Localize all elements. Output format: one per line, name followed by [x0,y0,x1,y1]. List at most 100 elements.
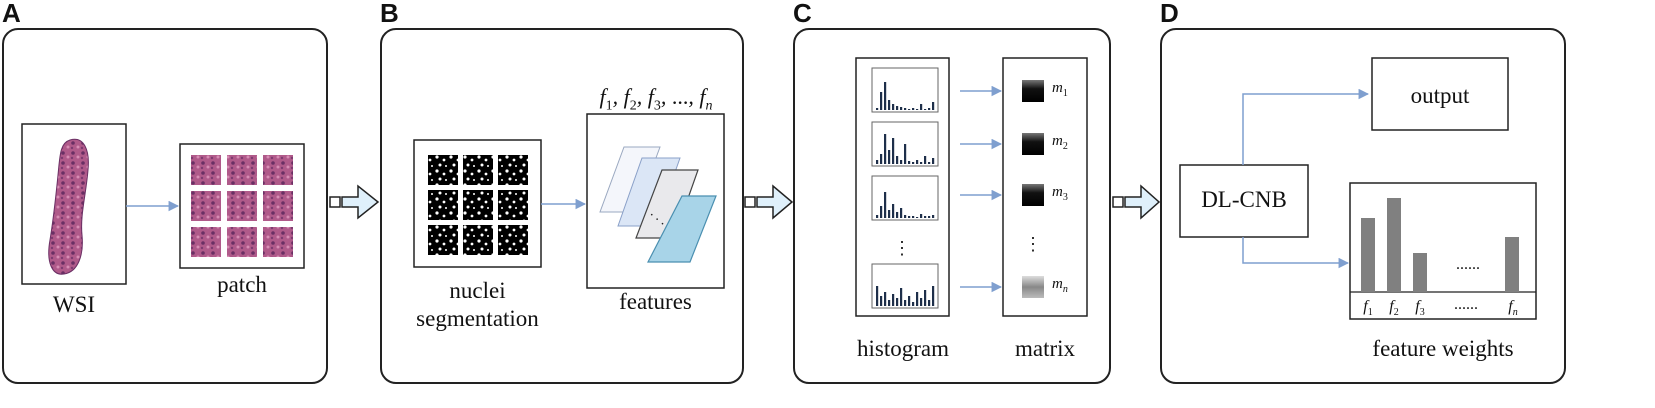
feature-list-label: f1, f2, f3, ..., fn [599,84,713,114]
histogram-bar [876,286,879,306]
histogram-box: ⋮ [855,57,950,317]
histogram-label: histogram [857,336,949,361]
histogram-bar [920,298,923,306]
histogram-bar [888,210,891,218]
segmentation-tile [498,155,528,185]
segmentation-tile [463,225,493,255]
feature-item-ellipsis: ... [671,84,689,109]
histogram-bar [920,214,923,218]
histogram-bar [920,162,923,164]
histogram-bar [912,162,915,164]
histogram-thumb [871,67,939,113]
histogram-bar [932,286,935,306]
patch-tile [191,155,221,185]
segmentation-tile [463,155,493,185]
segmentation-label: segmentation [416,306,539,331]
bar-label-f1: f1 [1363,298,1373,319]
histogram-bar [896,298,899,306]
arrow-to-output [1242,88,1370,165]
histogram-bar [884,192,887,218]
histogram-bar [912,302,915,306]
histogram-bar [932,215,935,218]
patch-grid [191,155,293,257]
histogram-bar [876,108,879,110]
bar-label-f3: f3 [1415,298,1425,319]
histogram-bar [892,138,895,164]
output-box [1371,57,1509,131]
histogram-bar [884,292,887,306]
histogram-bar [928,162,931,164]
histogram-bar [888,100,891,110]
segmentation-box [413,139,542,268]
matrix-thumb-n [1022,276,1044,298]
histogram-bar [892,204,895,218]
histogram-bar [932,158,935,164]
segmentation-tile [498,190,528,220]
histogram-bar [928,216,931,218]
histogram-bar [912,108,915,110]
histogram-bar [880,206,883,218]
histogram-bar [900,288,903,306]
nuclei-label: nuclei [449,278,506,303]
feature-weights-label: feature weights [1372,336,1514,361]
matrix-label-m2: m2 [1052,133,1068,152]
histogram-bar [932,102,935,110]
segmentation-tile [428,155,458,185]
histogram-thumb [871,263,939,309]
patch-box [179,143,305,269]
histogram-bar [916,217,919,218]
histogram-vdots: ⋮ [893,238,911,258]
matrix-box: ⋮ [1002,57,1088,317]
histogram-bar [912,216,915,218]
histogram-bar [880,92,883,110]
histogram-bar [880,154,883,164]
feature-item-n: f [699,84,706,109]
segmentation-tile [428,225,458,255]
patch-tile [227,191,257,221]
histogram-bar [876,215,879,218]
histogram-bar [892,294,895,306]
histogram-bar [880,296,883,306]
matrix-thumb-3 [1022,184,1044,206]
histogram-bar [908,296,911,306]
patch-tile [227,155,257,185]
histogram-bar [884,82,887,110]
histogram-bar [900,160,903,164]
histogram-bar [928,300,931,306]
patch-label: patch [217,272,267,297]
feature-plane-4 [647,195,717,263]
histogram-bar [892,104,895,110]
feature-item-1: f [599,84,606,109]
patch-tile [227,227,257,257]
histogram-bar [924,216,927,218]
patch-tile [191,191,221,221]
histogram-bar [876,160,879,164]
bar-label-f2: f2 [1389,298,1399,319]
histogram-bar [920,104,923,110]
histogram-bar [888,300,891,306]
histogram-bar [904,300,907,306]
histogram-bar [884,134,887,164]
histogram-bar [900,208,903,218]
patch-tile [263,191,293,221]
histogram-bar [924,290,927,306]
panel-letter-a: A [2,0,21,28]
matrix-label-m1: m1 [1052,80,1068,99]
histogram-bar [900,107,903,110]
wsi-box [21,123,127,285]
segmentation-tile [428,190,458,220]
histogram-bar [908,109,911,110]
patch-tile [263,155,293,185]
patch-tile [191,227,221,257]
matrix-thumb-2 [1022,133,1044,155]
feature-item-2: f [623,84,630,109]
histogram-bar [924,109,927,110]
histogram-bar [916,160,919,164]
histogram-bar [896,212,899,218]
features-label: features [619,289,692,314]
panel-letter-c: C [793,0,812,28]
features-box: . . . [586,113,725,289]
feature-weights-box [1349,182,1537,320]
big-arrow-c-to-d [1112,184,1161,220]
